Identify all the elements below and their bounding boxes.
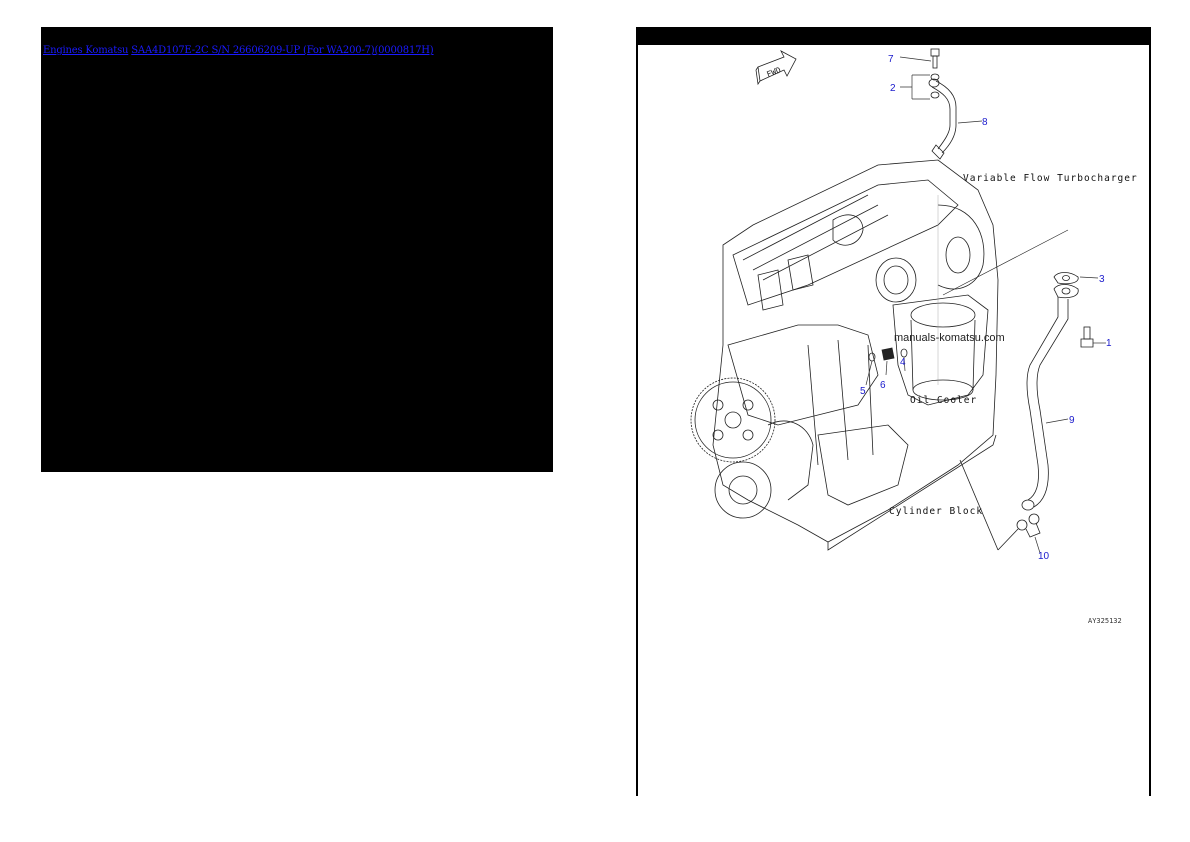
drawing-code: AY325132: [1088, 617, 1122, 625]
callout-1[interactable]: 1: [1106, 338, 1112, 349]
left-panel: Engines Komatsu SAA4D107E-2C S/N 2660620…: [41, 27, 553, 472]
engine-drawing: [712, 159, 999, 551]
label-turbocharger: Variable Flow Turbocharger: [963, 173, 1138, 184]
label-oil-cooler: Oil Cooler: [910, 395, 977, 406]
gear-drawing: [690, 377, 776, 519]
fwd-label: FWD: [765, 65, 782, 79]
breadcrumb-link-model[interactable]: SAA4D107E-2C S/N 26606209-UP (For WA200-…: [131, 45, 434, 56]
callout-10[interactable]: 10: [1038, 551, 1050, 562]
callout-3[interactable]: 3: [1099, 274, 1105, 285]
label-cylinder-block: Cylinder Block: [889, 506, 983, 517]
callout-9[interactable]: 9: [1069, 415, 1075, 426]
fwd-arrow-icon: [755, 50, 797, 86]
callout-7[interactable]: 7: [888, 54, 894, 65]
callout-4[interactable]: 4: [900, 357, 906, 368]
parts-diagram: 7 2 8 3 1 4 5 6 9 10 Variable Flow Turbo…: [690, 48, 1138, 625]
bolt-part-7-drawing: [930, 48, 940, 69]
callout-6[interactable]: 6: [880, 380, 886, 391]
breadcrumb-link-engines[interactable]: Engines Komatsu: [43, 45, 129, 56]
diagram-header-bar: [636, 27, 1151, 45]
callout-5[interactable]: 5: [860, 386, 866, 397]
callout-labels: 7 2 8 3 1 4 5 6 9 10: [860, 54, 1112, 562]
callout-8[interactable]: 8: [982, 117, 988, 128]
watermark: manuals-komatsu.com: [894, 332, 1005, 344]
breadcrumb: Engines Komatsu SAA4D107E-2C S/N 2660620…: [43, 45, 434, 56]
right-panel: 7 2 8 3 1 4 5 6 9 10 Variable Flow Turbo…: [636, 27, 1151, 796]
callout-2[interactable]: 2: [890, 83, 896, 94]
